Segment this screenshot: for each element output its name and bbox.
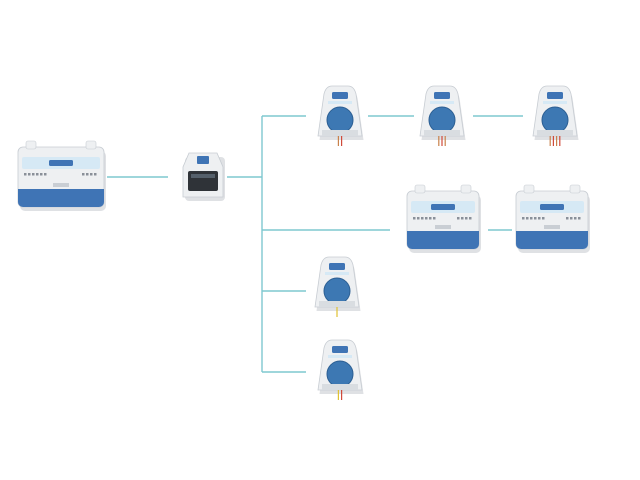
meter-row1-c-device [532, 85, 579, 146]
io-hub-icon [431, 204, 455, 210]
hub-row2-a-device [406, 184, 481, 253]
connector-layer [107, 115, 523, 373]
meter-row4-device [317, 339, 364, 400]
controller-unit-icon [49, 160, 73, 166]
dial-meter-icon [327, 107, 353, 133]
io-hub-icon [540, 204, 564, 210]
controller-device [17, 140, 106, 211]
meter-row3-device [314, 256, 361, 317]
meter-row1-a-device [317, 85, 364, 146]
dial-meter-icon [429, 107, 455, 133]
hub-row2-b-device [515, 184, 590, 253]
dial-meter-icon [324, 278, 350, 304]
meter-row1-b-device [419, 85, 466, 146]
dial-meter-icon [542, 107, 568, 133]
device-layer [17, 85, 590, 400]
gateway-device [182, 152, 225, 201]
dial-meter-icon [327, 361, 353, 387]
